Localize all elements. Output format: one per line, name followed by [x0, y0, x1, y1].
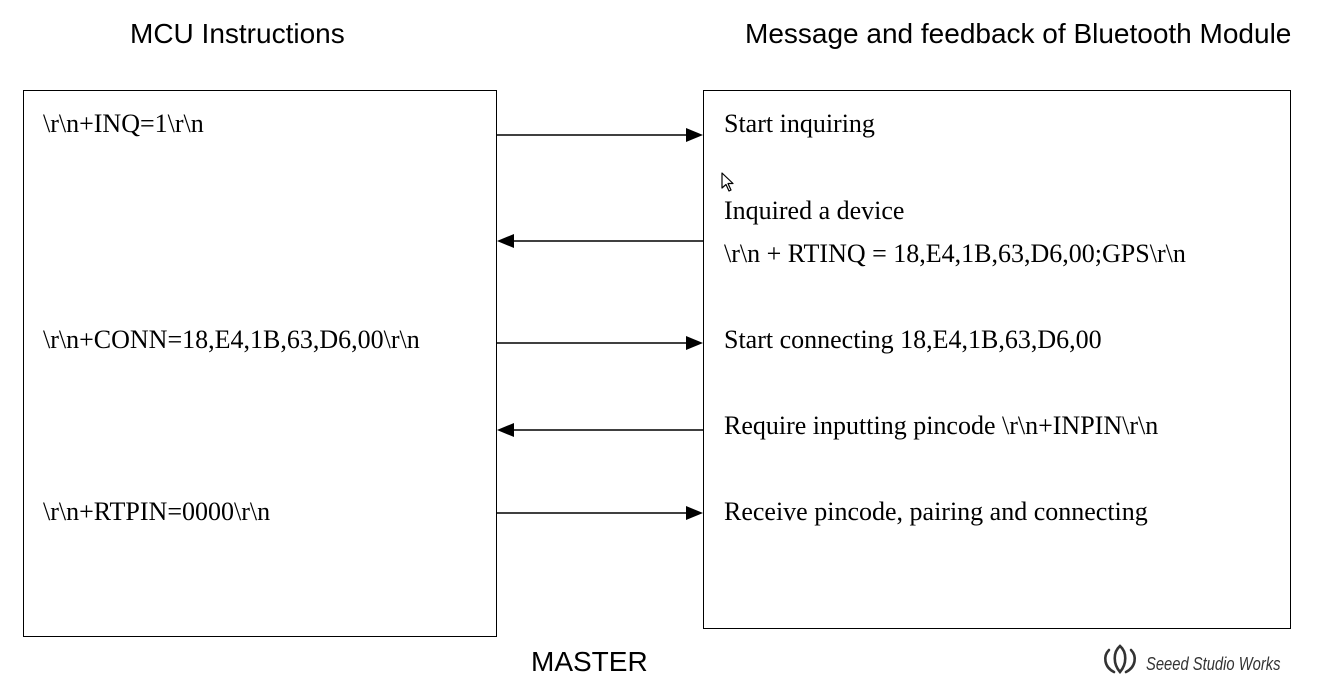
- mcu-instructions-header: MCU Instructions: [130, 18, 345, 49]
- seeed-logo-icon: [1104, 644, 1136, 674]
- arrow-rtinq-head: [497, 234, 514, 248]
- seeed-studio-watermark: Seeed Studio Works: [1098, 642, 1298, 678]
- message-inquired-device: Inquired a device: [724, 196, 905, 225]
- message-rtinq: \r\n + RTINQ = 18,E4,1B,63,D6,00;GPS\r\n: [724, 239, 1186, 268]
- message-receive-pincode: Receive pincode, pairing and connecting: [724, 497, 1148, 526]
- message-start-connecting: Start connecting 18,E4,1B,63,D6,00: [724, 325, 1102, 354]
- master-label: MASTER: [531, 646, 648, 677]
- mcu-box: [23, 90, 497, 637]
- arrow-inq-head: [686, 128, 703, 142]
- mouse-cursor-icon: [721, 172, 734, 192]
- instruction-inq: \r\n+INQ=1\r\n: [43, 109, 204, 138]
- arrow-rtpin-head: [686, 506, 703, 520]
- watermark-text: Seeed Studio Works: [1146, 654, 1281, 674]
- bluetooth-module-header: Message and feedback of Bluetooth Module: [745, 18, 1292, 49]
- arrow-inpin-head: [497, 423, 514, 437]
- arrow-conn-head: [686, 336, 703, 350]
- instruction-conn: \r\n+CONN=18,E4,1B,63,D6,00\r\n: [43, 325, 420, 354]
- instruction-rtpin: \r\n+RTPIN=0000\r\n: [43, 497, 271, 526]
- message-start-inquiring: Start inquiring: [724, 109, 875, 138]
- module-box: [703, 90, 1291, 629]
- message-require-pincode: Require inputting pincode \r\n+INPIN\r\n: [724, 411, 1159, 440]
